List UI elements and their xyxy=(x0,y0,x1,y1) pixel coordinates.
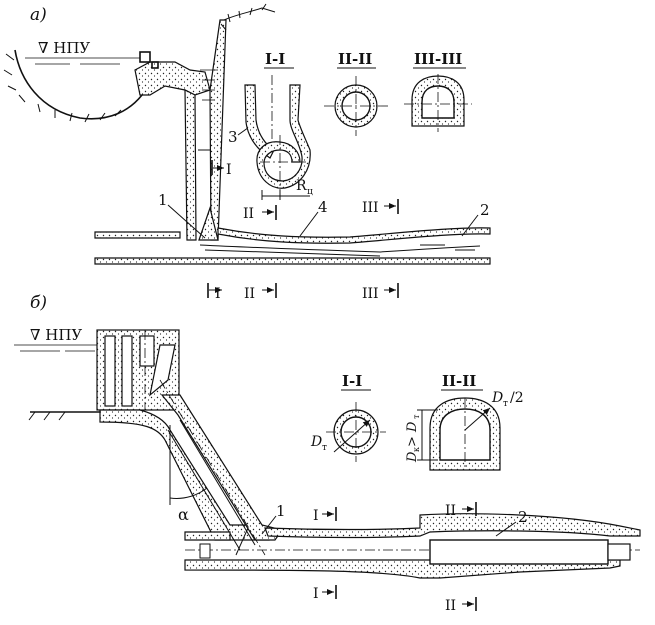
ground-hatch-a xyxy=(3,53,122,123)
intake-tower-b xyxy=(96,329,180,411)
hillside-a xyxy=(220,3,276,31)
level-label-a: ∇ НПУ xyxy=(38,39,90,57)
section-marks-b: I I II II xyxy=(313,502,477,614)
reservoir-a: ∇ НПУ xyxy=(3,39,143,123)
radius-label: R xyxy=(296,178,307,194)
inclined-shaft-b: α xyxy=(99,379,283,556)
callout-1-a: 1 xyxy=(158,191,168,209)
mark-i-bottom: I xyxy=(215,286,221,302)
mark-i-top-b: I xyxy=(313,508,319,524)
water-surface-a xyxy=(25,57,140,65)
part-a: а) ∇ НПУ xyxy=(3,3,491,302)
mark-ii-top: II xyxy=(243,206,254,222)
callouts-b: 1 2 xyxy=(261,502,528,537)
dk-text: D xyxy=(405,451,420,463)
section-title-ii-b: II-II xyxy=(442,372,476,390)
section-iii-iii-a: III-III xyxy=(404,50,472,132)
water-surface-b xyxy=(14,344,100,352)
half-label: D xyxy=(491,390,503,406)
dt-label: D xyxy=(310,434,322,450)
callout-1-b: 1 xyxy=(276,502,286,520)
callout-4-a: 4 xyxy=(318,198,328,216)
half-sub: т xyxy=(503,399,508,409)
mark-ii-top-b: II xyxy=(445,503,456,519)
section-marks-a-top: I II III xyxy=(211,160,399,222)
mark-ii-bottom: II xyxy=(244,286,255,302)
ground-hatch-b xyxy=(28,411,66,421)
tunnel-b xyxy=(184,513,641,579)
callout-3-a: 3 xyxy=(228,128,238,146)
tunnel-a xyxy=(94,205,491,265)
section-i-i-a: I-I R ц xyxy=(244,50,313,200)
part-b: б) ∇ НПУ xyxy=(14,293,641,614)
section-marks-a-bottom: I II III xyxy=(207,283,399,302)
dk-mid: > D xyxy=(405,421,420,447)
section-ii-ii-a: II-II xyxy=(324,50,388,136)
mark-i-bottom-b: I xyxy=(313,586,319,602)
callout-2-b: 2 xyxy=(518,508,528,526)
section-i-i-b: I-I D т xyxy=(310,372,386,462)
section-title-ii-a: II-II xyxy=(338,50,372,68)
section-title-iii-a: III-III xyxy=(414,50,462,68)
flow-lines-a xyxy=(199,244,481,257)
mark-iii-bottom: III xyxy=(362,286,379,302)
part-b-tag: б) xyxy=(30,293,47,313)
level-label-b: ∇ НПУ xyxy=(30,326,82,344)
mark-i-top: I xyxy=(226,162,232,178)
mark-iii-top: III xyxy=(362,200,379,216)
angle-label: α xyxy=(178,505,189,524)
dk-sub2: т xyxy=(412,414,421,419)
section-title-i-a: I-I xyxy=(265,50,285,68)
intake-a xyxy=(134,19,227,241)
shaft-water xyxy=(200,69,218,101)
part-a-tag: а) xyxy=(30,5,47,25)
half-suffix: /2 xyxy=(510,390,524,406)
mark-ii-bottom-b: II xyxy=(445,598,456,614)
callout-2-a: 2 xyxy=(480,201,490,219)
dk-sub: к xyxy=(412,447,421,452)
dt-sub: т xyxy=(322,443,327,453)
section-title-i-b: I-I xyxy=(342,372,362,390)
section-ii-ii-b: II-II D т /2 D к > D т xyxy=(405,372,524,471)
radius-sub: ц xyxy=(307,187,313,197)
